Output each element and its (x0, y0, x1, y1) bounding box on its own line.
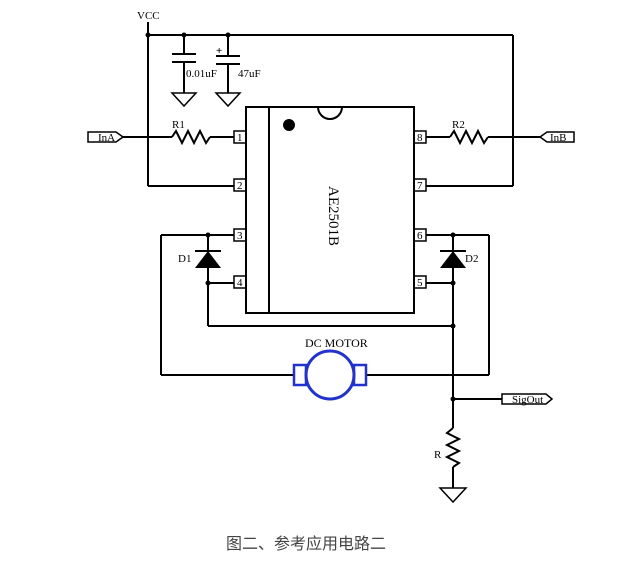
pin-3-label: 3 (237, 230, 243, 242)
motor-label: DC MOTOR (305, 336, 368, 350)
pin-4-label: 4 (237, 277, 243, 289)
vcc-rail (145, 22, 514, 186)
pin-7-label: 7 (417, 180, 423, 192)
d2-label: D2 (465, 253, 478, 265)
pin-6-label: 6 (417, 230, 423, 242)
chip-label: AE2501B (325, 186, 341, 246)
pin-boxes-left (233, 130, 247, 289)
capacitor-c1 (170, 35, 198, 108)
input-a-wire (87, 128, 234, 146)
pin-2-label: 2 (237, 180, 243, 192)
pin-8-label: 8 (417, 132, 423, 144)
d1-label: D1 (178, 253, 191, 265)
dc-motor (292, 349, 368, 401)
ina-label: InA (98, 132, 115, 144)
ic-ae2501b (245, 106, 415, 314)
c1-value-label: 0.01uF (186, 68, 217, 80)
r2-label: R2 (452, 119, 465, 131)
inb-label: InB (550, 132, 567, 144)
c2-value-label: 47uF (238, 68, 261, 80)
figure-caption: 图二、参考应用电路二 (226, 534, 386, 553)
pin-boxes-right (413, 130, 427, 289)
r1-label: R1 (172, 119, 185, 131)
diode-d2 (426, 232, 466, 286)
input-b-wire (426, 128, 575, 146)
sigout-wire (450, 393, 554, 405)
sigout-label: SigOut (512, 394, 543, 406)
resistor-r (438, 427, 468, 504)
diode-d1 (195, 232, 234, 286)
pin-5-label: 5 (417, 277, 423, 289)
c2-polarity-mark: + (216, 45, 222, 57)
r-label: R (434, 449, 442, 461)
capacitor-c2 (214, 35, 242, 108)
motor-loop-wire (160, 234, 490, 376)
common-node-wire (207, 283, 456, 428)
pin-1-label: 1 (237, 132, 243, 144)
vcc-label: VCC (137, 10, 160, 22)
